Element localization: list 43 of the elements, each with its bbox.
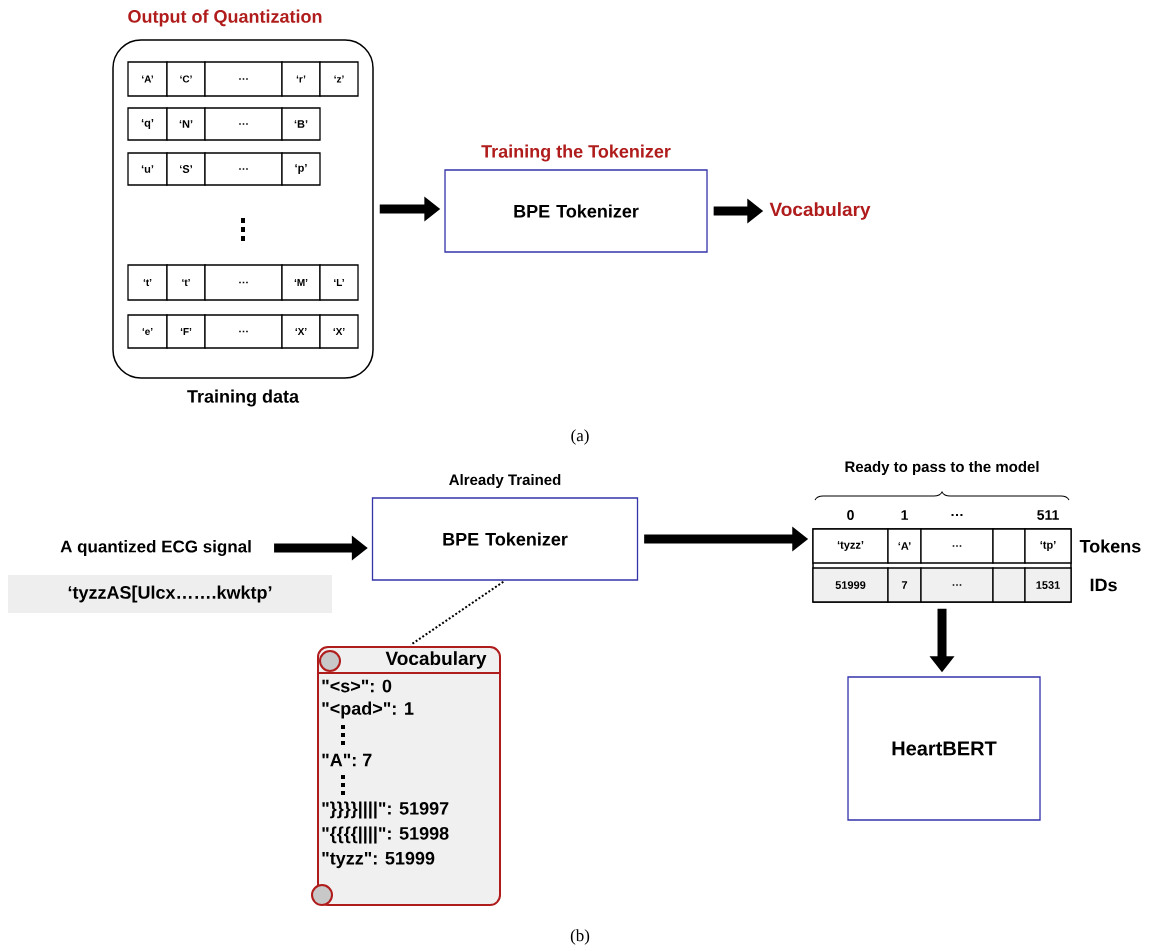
bare-text: Vocabulary bbox=[769, 202, 871, 220]
bare-text: A quantized ECG signal bbox=[60, 540, 251, 556]
table-cell: ‘A’ bbox=[887, 528, 922, 564]
table-cell: ‘L’ bbox=[319, 264, 359, 301]
table-cell: … bbox=[204, 61, 283, 97]
table-cell: 1531 bbox=[1024, 567, 1072, 603]
table-cell: … bbox=[204, 152, 283, 186]
table-cell: … bbox=[204, 264, 283, 301]
table-cell: ‘z’ bbox=[319, 61, 359, 97]
table-cell: ‘p’ bbox=[281, 152, 321, 186]
table-cell: ‘B’ bbox=[281, 107, 321, 141]
table-cell: ‘X’ bbox=[281, 314, 321, 349]
heading: Output of Quantization bbox=[128, 9, 322, 27]
signal-box: ‘tyzzAS[Ulcx…….kwktp’ bbox=[8, 575, 332, 613]
table-cell: … bbox=[204, 314, 283, 349]
heading: Training the Tokenizer bbox=[481, 144, 671, 162]
table-cell: ‘C’ bbox=[166, 61, 206, 97]
subfigure-label: (b) bbox=[570, 929, 590, 945]
row-label: IDs bbox=[1090, 578, 1117, 592]
subfigure-label: (a) bbox=[571, 429, 589, 445]
table-cell: ‘q’ bbox=[127, 107, 168, 141]
table-cell: ‘r’ bbox=[281, 61, 321, 97]
table-cell: ‘u’ bbox=[127, 152, 168, 186]
table-cell: ‘M’ bbox=[281, 264, 321, 301]
box-label: Training data bbox=[187, 389, 300, 407]
table-cell: … bbox=[204, 107, 283, 141]
table-cell: ‘tp’ bbox=[1024, 528, 1072, 564]
table-cell: ‘S’ bbox=[166, 152, 206, 186]
table-cell: ‘F’ bbox=[166, 314, 206, 349]
dotted-line bbox=[409, 580, 505, 646]
process-box: BPE Tokenizer bbox=[444, 169, 708, 253]
table-cell: ‘e’ bbox=[127, 314, 168, 349]
table-cell: ‘X’ bbox=[319, 314, 359, 349]
heading: Ready to pass to the model bbox=[845, 461, 1039, 475]
column-index: … bbox=[951, 513, 963, 517]
table-cell: 7 bbox=[887, 567, 922, 603]
process-box: HeartBERT bbox=[847, 676, 1041, 821]
table-cell: ‘N’ bbox=[166, 107, 206, 141]
table-cell: ‘A’ bbox=[127, 61, 168, 97]
table-cell: ‘t’ bbox=[127, 264, 168, 301]
process-box: BPE Tokenizer bbox=[371, 497, 639, 581]
heading: Already Trained bbox=[449, 474, 561, 488]
table-cell: ‘t’ bbox=[166, 264, 206, 301]
